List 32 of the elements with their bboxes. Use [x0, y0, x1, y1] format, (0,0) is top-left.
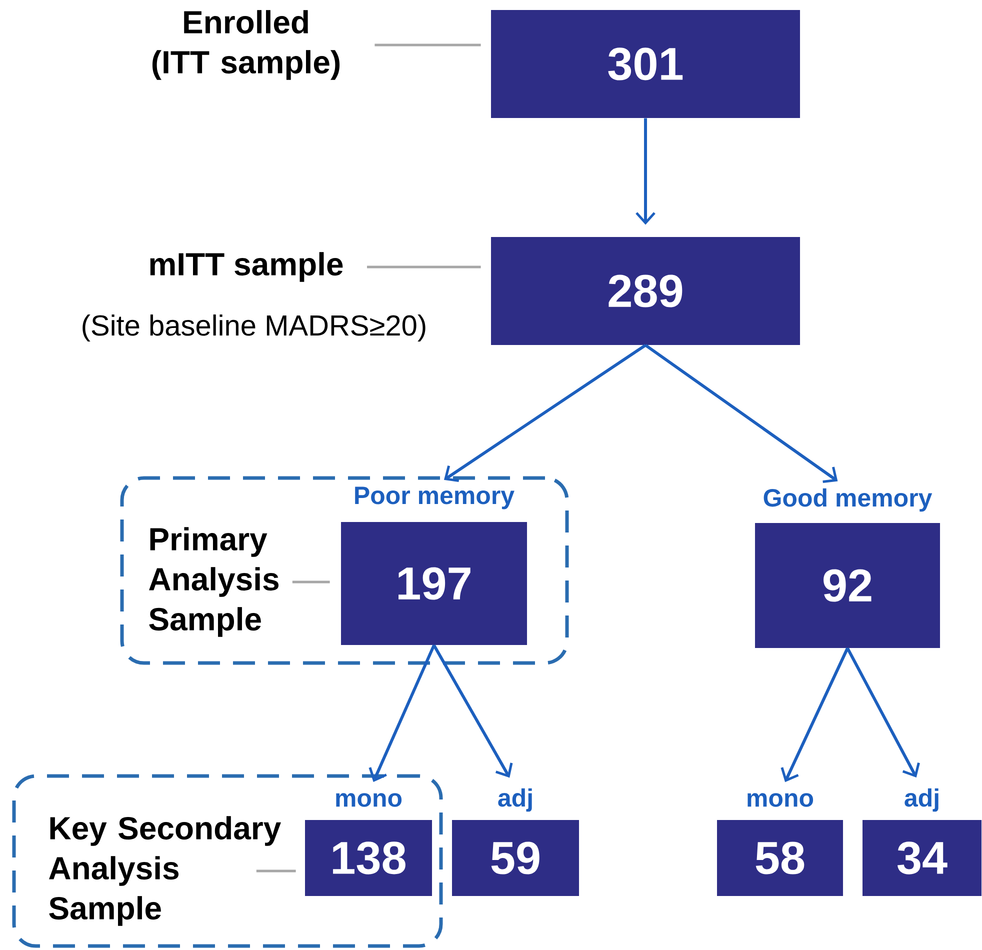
dashed-outline: [12, 774, 443, 948]
leader-line: [256, 870, 296, 872]
count-box: 59: [452, 820, 579, 896]
count-box: 58: [717, 820, 844, 896]
leader-line: [374, 44, 481, 46]
arrow: [644, 344, 838, 483]
sample-label: Key Secondary Analysis Sample: [49, 816, 281, 926]
count-box: 289: [491, 237, 800, 345]
sample-label: mITT sample: [150, 252, 343, 282]
count-box: 34: [862, 820, 982, 896]
group-label: Good memory: [764, 488, 932, 512]
group-label: mono: [336, 793, 402, 807]
arrow: [846, 648, 920, 778]
dashed-outline: [120, 476, 569, 665]
group-label: mono: [748, 793, 814, 807]
sample-label: Primary Analysis Sample: [149, 527, 278, 637]
count-box: 301: [491, 10, 800, 118]
leader-line: [292, 580, 330, 584]
count-box: 197: [341, 522, 527, 645]
arrow: [780, 648, 849, 782]
note-text: (Site baseline MADRS≥20): [82, 314, 426, 342]
arrow: [444, 344, 646, 482]
group-label: adj: [498, 788, 532, 812]
count-box: 92: [755, 523, 940, 648]
arrow: [368, 644, 436, 782]
arrow: [432, 644, 513, 778]
leader-line: [367, 266, 481, 268]
sample-label: Enrolled (ITT sample): [152, 10, 340, 80]
arrow: [636, 118, 656, 225]
count-box: 138: [305, 820, 432, 896]
group-label: Poor memory: [355, 486, 514, 510]
group-label: adj: [904, 788, 938, 812]
